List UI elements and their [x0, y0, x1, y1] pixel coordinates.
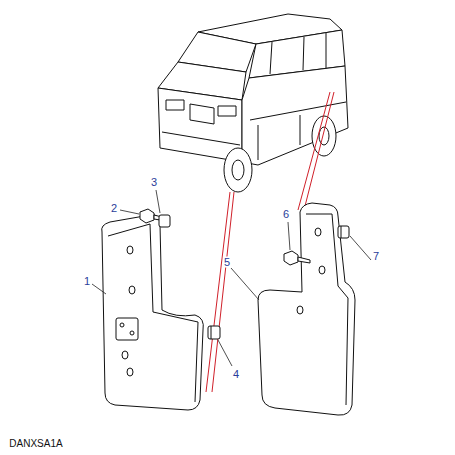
clip-nut: [338, 226, 349, 238]
hole: [127, 368, 133, 376]
rear-wheel: [312, 116, 336, 156]
location-line: [206, 192, 230, 392]
hole: [130, 331, 134, 335]
mudflap-1: [102, 215, 204, 410]
clip-nut: [208, 326, 220, 339]
leader-line: [92, 284, 106, 294]
fixings: [140, 209, 349, 339]
callout-number: 5: [223, 257, 231, 268]
clip-nut: [159, 215, 170, 227]
callout-number: 2: [110, 203, 118, 214]
clip-edge: [211, 326, 212, 339]
leader-lines: [92, 190, 371, 366]
hole: [129, 286, 135, 294]
leader-line: [156, 190, 160, 213]
clip-edge: [341, 226, 342, 238]
location-line: [298, 92, 330, 210]
flap-edge: [108, 224, 198, 402]
callout-number: 3: [150, 177, 158, 188]
mounting-plate: [116, 318, 138, 340]
leader-line: [231, 268, 259, 300]
hole: [297, 306, 303, 314]
callout-number: 4: [232, 369, 240, 380]
front-wheel: [224, 148, 252, 192]
hole: [120, 323, 124, 327]
leader-line: [350, 236, 371, 260]
mudflap-5: [258, 203, 355, 415]
screw-shank: [298, 257, 310, 263]
location-line: [212, 192, 234, 392]
leader-line: [120, 210, 139, 214]
leader-line: [288, 222, 290, 250]
hole: [127, 246, 133, 254]
hole: [315, 228, 321, 236]
hole: [122, 351, 128, 359]
grille: [190, 104, 214, 124]
rear-mudflap: [258, 203, 355, 415]
screw-head: [140, 209, 154, 223]
callout-number: 1: [83, 276, 91, 287]
front-mudflap: [102, 215, 204, 410]
hub: [232, 160, 244, 180]
bumper: [162, 132, 240, 145]
leader-line: [218, 340, 232, 366]
body-side: [242, 66, 348, 165]
window-pillars: [270, 33, 326, 74]
front-face: [158, 88, 242, 162]
drawing-code: DANXSA1A: [8, 439, 63, 449]
headlight: [166, 100, 184, 110]
screw-head: [284, 251, 298, 265]
flap-edge: [306, 214, 348, 405]
callout-number: 7: [372, 251, 380, 262]
headlight: [218, 106, 236, 116]
hole: [319, 266, 325, 274]
location-line: [304, 92, 334, 210]
door-lines: [250, 102, 346, 160]
callout-number: 6: [282, 209, 290, 220]
vehicle: [158, 14, 348, 192]
